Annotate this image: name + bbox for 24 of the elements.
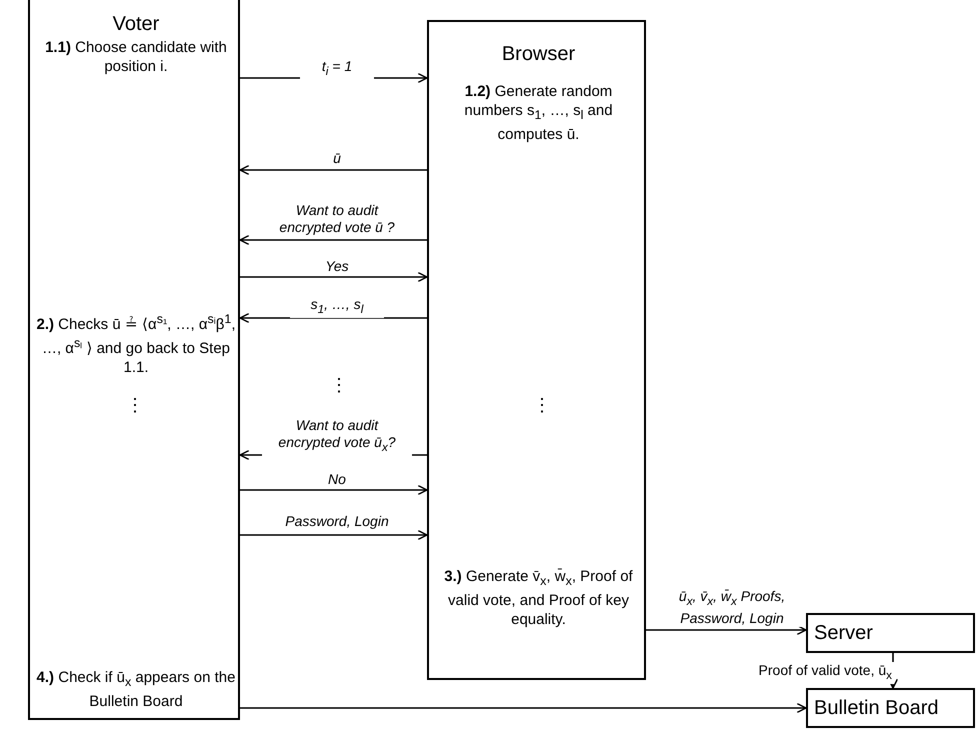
step-text: 3.) Generate v̄$_{x}$, w̄$_{x}$, Proof of valid vote, and Proof of key equality. [443, 567, 634, 629]
arrow [239, 164, 427, 176]
arrow [646, 624, 807, 636]
ellipsis-mark: ⋮ [533, 395, 551, 415]
arrow [239, 234, 427, 246]
edge-label: Want to audit encrypted vote ū$_{x}$? [262, 417, 412, 456]
arrow [240, 702, 807, 714]
edge-label: t$_{i}$ = 1 [300, 58, 374, 80]
step-text: 1.2) Generate random numbers s$_{1}$, …, s$_{l}$ and computes ū. [463, 82, 614, 144]
step-text: 1.1) Choose candidate with position i. [44, 38, 228, 76]
step-text: 2.) Checks ū ≟ ⟨α$^{s₁}$, …, α$^{sᵢ}$β$^{1}$, …, α$^{sₗ}$ ⟩ and go back to Step 1.1. [36, 311, 236, 377]
arrow [240, 272, 428, 282]
lane-box [28, 0, 240, 720]
ellipsis-mark: ⋮ [126, 395, 144, 415]
step-text: 4.) Check if ū$_{x}$ appears on the Bulletin Board [36, 668, 236, 711]
arrow [240, 484, 428, 496]
lane-heading: Voter [112, 12, 160, 36]
arrow [240, 530, 428, 540]
lane-heading: Browser [500, 42, 576, 66]
process-box: Server [806, 613, 975, 653]
process-box: Bulletin Board [806, 688, 975, 728]
arrow [239, 312, 427, 324]
lane-box [427, 20, 646, 680]
ellipsis-mark: ⋮ [330, 375, 348, 395]
